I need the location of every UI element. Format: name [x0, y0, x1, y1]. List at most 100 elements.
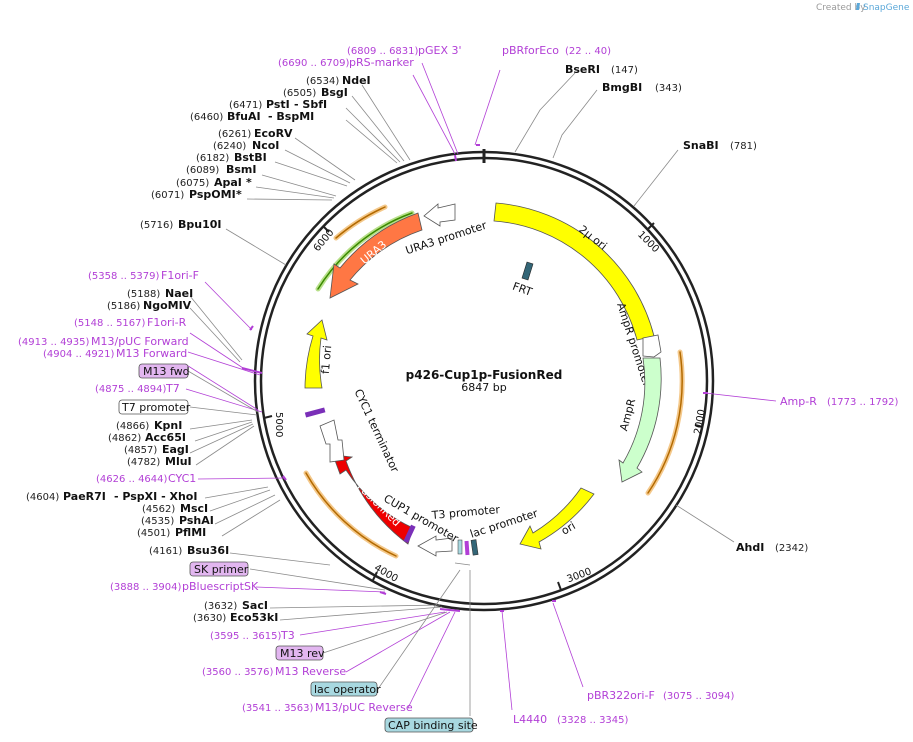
svg-text:M13 Forward: M13 Forward: [116, 347, 187, 360]
feature-label: T3 promoter: [430, 503, 501, 522]
primer[interactable]: (6690 .. 6709)pRS-marker: [278, 56, 414, 69]
primer[interactable]: L4440(3328 .. 3345): [513, 713, 629, 726]
feature-cup1-block[interactable]: [457, 539, 463, 555]
credit-brand: SnapGene: [863, 3, 910, 13]
svg-text:Bsu36I: Bsu36I: [187, 544, 229, 557]
svg-text:NgoMIV: NgoMIV: [143, 299, 192, 312]
site[interactable]: (5186)NgoMIV: [107, 299, 192, 312]
site[interactable]: (6460)BfuAI- BspMI: [190, 110, 314, 123]
svg-text:M13 rev: M13 rev: [280, 647, 325, 660]
site[interactable]: (5716)Bpu10I: [140, 218, 222, 231]
site[interactable]: BseRI(147): [565, 63, 638, 76]
site[interactable]: (6505)BsgI: [283, 86, 348, 99]
primer[interactable]: (3560 .. 3576)M13 Reverse: [202, 665, 346, 678]
box-t7-promoter[interactable]: T7 promoter: [118, 399, 191, 415]
svg-text:(6240): (6240): [213, 141, 246, 152]
site[interactable]: (3630)Eco53kI: [193, 611, 278, 624]
feature-ura3-promoter[interactable]: [423, 203, 456, 227]
primer[interactable]: (5148 .. 5167)F1ori-R: [74, 316, 187, 329]
svg-text:SacI: SacI: [242, 599, 268, 612]
primer[interactable]: (4904 .. 4921)M13 Forward: [43, 347, 187, 360]
svg-text:- PspXI - XhoI: - PspXI - XhoI: [114, 490, 197, 503]
site[interactable]: (4501)PflMI: [137, 526, 206, 539]
primer[interactable]: (3541 .. 3563)M13/pUC Reverse: [242, 701, 413, 714]
feature-ori[interactable]: [519, 487, 595, 550]
site[interactable]: (6261)EcoRV: [218, 127, 293, 140]
site[interactable]: (6240)NcoI: [213, 139, 279, 152]
primer[interactable]: pBRforEco (22 .. 40): [502, 44, 611, 57]
site[interactable]: (4857) EagI: [124, 443, 189, 456]
site[interactable]: BmgBI(343): [602, 81, 682, 94]
site[interactable]: (4562)MscI: [142, 502, 208, 515]
primer[interactable]: pBR322ori-F(3075 .. 3094): [587, 689, 735, 702]
feature-cyc1-terminator[interactable]: [319, 419, 345, 463]
feature-t7-block: [304, 407, 326, 418]
feature-fusionred[interactable]: [332, 454, 414, 545]
feature-ampr-promoter[interactable]: [642, 334, 662, 358]
primer[interactable]: (3595 .. 3615)T3: [210, 629, 295, 642]
box-lac-operator[interactable]: lac operator: [310, 681, 381, 697]
site[interactable]: AhdI(2342): [736, 541, 808, 554]
site[interactable]: (3632) SacI: [204, 599, 268, 612]
svg-text:(2342): (2342): [775, 543, 808, 554]
plasmid-backbone: [253, 149, 715, 612]
svg-text:NdeI: NdeI: [342, 74, 371, 87]
site[interactable]: (6075)ApaI*: [176, 176, 252, 189]
primer[interactable]: Amp-R(1773 .. 1792): [780, 395, 899, 408]
feature-t3-block[interactable]: [464, 540, 470, 556]
site[interactable]: (4782)MluI: [127, 455, 192, 468]
snapgene-logo-icon: [856, 3, 860, 10]
site[interactable]: SnaBI(781): [683, 139, 757, 152]
svg-text:PstI: PstI: [266, 98, 290, 111]
site[interactable]: (4535)PshAI: [141, 514, 214, 527]
feature-lac-promoter-block[interactable]: [470, 539, 479, 556]
svg-text:(3328 .. 3345): (3328 .. 3345): [557, 715, 629, 726]
site[interactable]: (6534)NdeI: [306, 74, 371, 87]
box-cap-binding-site[interactable]: CAP binding site: [384, 717, 478, 733]
svg-text:(4866): (4866): [116, 421, 149, 432]
feature-ura3[interactable]: [329, 212, 423, 299]
primer-leaders: [184, 62, 777, 711]
primer[interactable]: (3888 .. 3904)pBluescriptSK: [110, 580, 259, 593]
site[interactable]: (6071)PspOMI*: [151, 188, 242, 201]
tick-label: 2000: [693, 408, 708, 435]
site[interactable]: (5188)NaeI: [127, 287, 193, 300]
svg-text:EagI: EagI: [162, 443, 189, 456]
svg-text:(147): (147): [611, 65, 638, 76]
svg-text:Acc65I: Acc65I: [145, 431, 186, 444]
svg-text:(22 .. 40): (22 .. 40): [565, 46, 611, 57]
svg-text:- SbfI: - SbfI: [294, 98, 327, 111]
svg-text:CYC1: CYC1: [168, 472, 196, 485]
box-m13-rev[interactable]: M13 rev: [275, 645, 325, 661]
primer[interactable]: (5358 .. 5379)F1ori-F: [88, 269, 199, 282]
site[interactable]: (4866)KpnI: [116, 419, 182, 432]
feature-ampr[interactable]: [618, 357, 662, 483]
box-sk-primer[interactable]: SK primer: [189, 561, 249, 577]
tick-label: 5000: [273, 412, 284, 437]
svg-text:(6505): (6505): [283, 88, 316, 99]
svg-text:pBluescriptSK: pBluescriptSK: [182, 580, 259, 593]
site[interactable]: (6089)BsmI: [186, 163, 257, 176]
primer[interactable]: (6809 .. 6831)pGEX 3': [347, 44, 462, 57]
feature-frt[interactable]: [521, 261, 534, 281]
svg-text:SK primer: SK primer: [194, 563, 249, 576]
primer[interactable]: (4875 .. 4894)T7: [95, 382, 180, 395]
svg-text:T7 promoter: T7 promoter: [121, 401, 191, 414]
svg-text:(4857): (4857): [124, 445, 157, 456]
svg-text:(6460): (6460): [190, 112, 223, 123]
site[interactable]: (6471)PstI- SbfI: [229, 98, 327, 111]
primer[interactable]: (4626 .. 4644)CYC1: [96, 472, 196, 485]
site[interactable]: (4862)Acc65I: [108, 431, 186, 444]
feature-cup1-promoter[interactable]: [417, 535, 453, 557]
site[interactable]: (6182)BstBI: [196, 151, 267, 164]
site[interactable]: (4604)PaeR7I- PspXI - XhoI: [26, 490, 197, 503]
feature-f1-ori[interactable]: [304, 319, 328, 389]
primer[interactable]: (4913 .. 4935)M13/pUC Forward: [18, 335, 189, 348]
svg-text:pRS-marker: pRS-marker: [349, 56, 414, 69]
svg-text:PflMI: PflMI: [175, 526, 206, 539]
box-m13-fwd[interactable]: M13 fwd: [138, 363, 190, 379]
svg-text:pBRforEco: pBRforEco: [502, 44, 559, 57]
svg-text:(3632): (3632): [204, 601, 237, 612]
svg-text:(3595 .. 3615): (3595 .. 3615): [210, 631, 282, 642]
site[interactable]: (4161)Bsu36I: [149, 544, 229, 557]
